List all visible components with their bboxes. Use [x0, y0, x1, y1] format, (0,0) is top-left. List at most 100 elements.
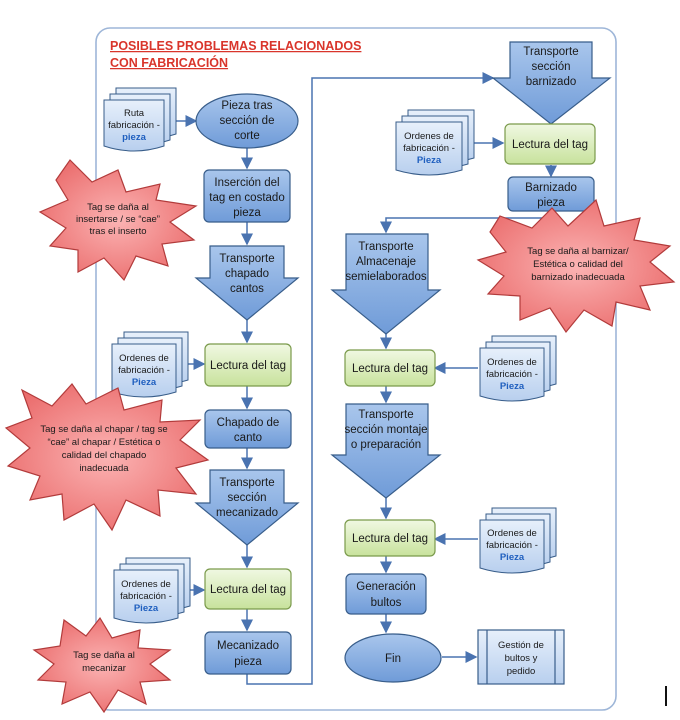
node-pieza-tras-corte-line3: corte — [234, 130, 260, 142]
problem-insertarse-line3: tras el inserto — [89, 226, 146, 237]
doc-ordenes-2-line1: Ordenes de — [119, 353, 169, 364]
node-mecanizado-pieza: Mecanizado pieza — [204, 631, 292, 675]
node-fin: Fin — [344, 633, 442, 683]
node-transporte-mecanizado-line1: Transporte — [219, 477, 274, 489]
node-lectura-tag-3-label: Lectura del tag — [512, 139, 588, 151]
node-pieza-tras-corte: Pieza tras sección de corte — [195, 93, 299, 149]
doc-ruta-fabricacion: Ruta fabricación - pieza — [103, 87, 177, 152]
node-generacion-bultos-line2: bultos — [371, 597, 402, 609]
node-transporte-barnizado-line3: barnizado — [526, 76, 577, 88]
problem-barnizar: Tag se daña al barnizar/ Estética o cali… — [476, 198, 676, 334]
diagram-title-line2: CON FABRICACIÓN — [110, 55, 228, 70]
node-transporte-montaje-line1: Transporte — [358, 409, 413, 421]
problem-chapar-line3: calidad del chapado — [62, 450, 147, 461]
node-transporte-barnizado: Transporte sección barnizado — [491, 41, 612, 125]
node-transporte-mecanizado-line3: mecanizado — [216, 507, 278, 519]
node-lectura-tag-5-label: Lectura del tag — [352, 533, 428, 545]
node-chapado-canto-line1: Chapado de — [217, 417, 280, 429]
doc-ordenes-3: Ordenes de fabricación - Pieza — [479, 335, 557, 402]
node-generacion-bultos: Generación bultos — [345, 573, 427, 615]
node-transporte-barnizado-line1: Transporte — [523, 46, 578, 58]
doc-ordenes-3-line1: Ordenes de — [487, 357, 537, 368]
problem-mecanizar-line2: mecanizar — [82, 663, 126, 674]
doc-ordenes-2: Ordenes de fabricación - Pieza — [111, 331, 189, 398]
node-lectura-tag-1: Lectura del tag — [204, 343, 292, 387]
node-lectura-tag-2: Lectura del tag — [204, 568, 292, 610]
node-lectura-tag-4: Lectura del tag — [344, 349, 436, 387]
node-lectura-tag-3: Lectura del tag — [504, 123, 596, 165]
problem-barnizar-line3: barnizado inadecuada — [531, 272, 625, 283]
node-transporte-montaje-line2: sección montaje — [344, 424, 427, 436]
doc-ordenes-3-line3: Pieza — [500, 381, 525, 392]
node-insercion-tag-line1: Inserción del — [214, 177, 279, 189]
node-chapado-canto: Chapado de canto — [204, 409, 292, 449]
doc-ordenes-3-line2: fabricación - — [486, 369, 538, 380]
node-barnizado-pieza-line1: Barnizado — [525, 182, 577, 194]
node-insercion-tag-line3: pieza — [233, 207, 261, 219]
node-lectura-tag-5: Lectura del tag — [344, 519, 436, 557]
doc-ordenes-1-line2: fabricación - — [403, 143, 455, 154]
doc-ordenes-5-line1: Ordenes de — [121, 579, 171, 590]
problem-chapar-line2: “cae” al chapar / Estética o — [48, 437, 161, 448]
doc-ordenes-2-line3: Pieza — [132, 377, 157, 388]
node-pieza-tras-corte-line2: sección de — [220, 115, 275, 127]
problem-insertarse: Tag se daña al insertarse / se “cae” tra… — [38, 159, 198, 282]
node-transporte-barnizado-line2: sección — [532, 61, 571, 73]
node-transporte-chapado-line3: cantos — [230, 283, 264, 295]
diagram-title-line1: POSIBLES PROBLEMAS RELACIONADOS — [110, 39, 361, 53]
problem-chapar-line4: inadecuada — [79, 463, 129, 474]
doc-ordenes-5-line2: fabricación - — [120, 591, 172, 602]
node-transporte-almacenaje: Transporte Almacenaje semielaborados — [330, 233, 442, 335]
doc-ordenes-2-line2: fabricación - — [118, 365, 170, 376]
problem-mecanizar-line1: Tag se daña al — [73, 650, 135, 661]
node-transporte-montaje: Transporte sección montaje o preparación — [330, 403, 442, 499]
node-gestion-bultos-line2: bultos y — [505, 653, 538, 664]
node-lectura-tag-1-label: Lectura del tag — [210, 360, 286, 372]
doc-ordenes-4-line2: fabricación - — [486, 540, 538, 551]
problem-chapar-line1: Tag se daña al chapar / tag se — [40, 424, 167, 435]
node-insercion-tag-line2: tag en costado — [209, 192, 284, 204]
doc-ordenes-5-line3: Pieza — [134, 603, 159, 614]
problem-mecanizar: Tag se daña al mecanizar — [32, 616, 172, 714]
node-transporte-chapado: Transporte chapado cantos — [194, 245, 300, 321]
node-transporte-almacenaje-line1: Transporte — [358, 241, 413, 253]
node-gestion-bultos-line1: Gestión de — [498, 640, 544, 651]
problem-chapar: Tag se daña al chapar / tag se “cae” al … — [4, 383, 210, 532]
doc-ordenes-1-line1: Ordenes de — [404, 131, 454, 142]
node-transporte-almacenaje-line3: semielaborados — [345, 271, 426, 283]
node-fin-label: Fin — [385, 653, 401, 665]
node-transporte-mecanizado: Transporte sección mecanizado — [194, 469, 300, 546]
node-transporte-chapado-line1: Transporte — [219, 253, 274, 265]
doc-ordenes-4: Ordenes de fabricación - Pieza — [479, 507, 557, 574]
text-cursor — [665, 686, 667, 706]
node-insercion-tag: Inserción del tag en costado pieza — [203, 169, 291, 223]
doc-ruta-line1: Ruta — [124, 108, 145, 119]
node-mecanizado-pieza-line1: Mecanizado — [217, 640, 279, 652]
doc-ordenes-1-line3: Pieza — [417, 155, 442, 166]
node-gestion-bultos: Gestión de bultos y pedido — [477, 629, 565, 685]
node-transporte-montaje-line3: o preparación — [351, 439, 421, 451]
node-transporte-mecanizado-line2: sección — [228, 492, 267, 504]
node-generacion-bultos-line1: Generación — [356, 581, 415, 593]
node-transporte-almacenaje-line2: Almacenaje — [356, 256, 416, 268]
problem-insertarse-line1: Tag se daña al — [87, 202, 149, 213]
doc-ruta-line3: pieza — [122, 132, 146, 143]
node-transporte-chapado-line2: chapado — [225, 268, 269, 280]
doc-ruta-line2: fabricación - — [108, 120, 160, 131]
node-lectura-tag-4-label: Lectura del tag — [352, 363, 428, 375]
node-barnizado-pieza: Barnizado pieza — [507, 176, 595, 212]
problem-barnizar-line1: Tag se daña al barnizar/ — [527, 246, 629, 257]
node-mecanizado-pieza-line2: pieza — [234, 656, 262, 668]
doc-ordenes-4-line1: Ordenes de — [487, 528, 537, 539]
diagram-frame — [95, 27, 617, 711]
node-pieza-tras-corte-line1: Pieza tras — [221, 100, 272, 112]
doc-ordenes-5: Ordenes de fabricación - Pieza — [113, 557, 191, 624]
node-gestion-bultos-line3: pedido — [507, 666, 536, 677]
problem-barnizar-line2: Estética o calidad del — [533, 259, 623, 270]
node-chapado-canto-line2: canto — [234, 432, 262, 444]
node-barnizado-pieza-line2: pieza — [537, 197, 565, 209]
node-lectura-tag-2-label: Lectura del tag — [210, 584, 286, 596]
doc-ordenes-1: Ordenes de fabricación - Pieza — [395, 109, 475, 176]
doc-ordenes-4-line3: Pieza — [500, 552, 525, 563]
